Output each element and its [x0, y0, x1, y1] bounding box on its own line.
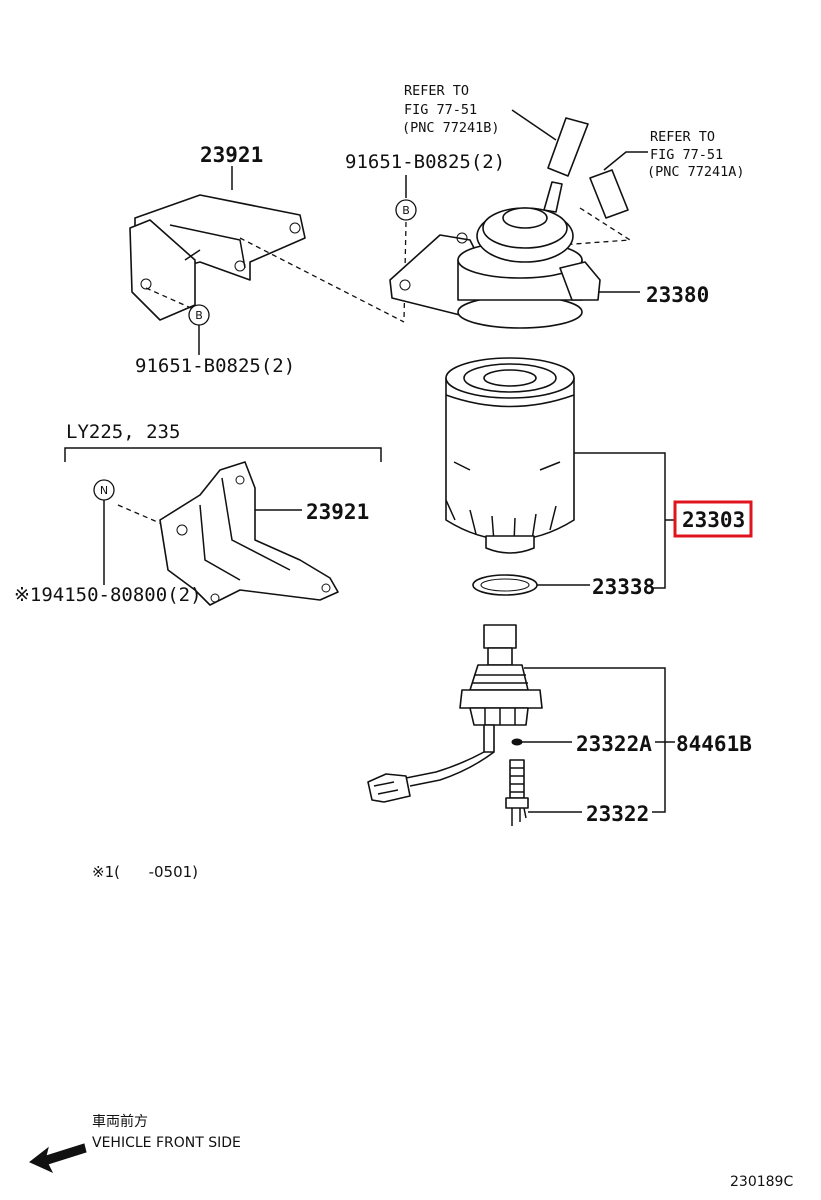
- marker-b-top: B: [395, 199, 417, 221]
- sensor-assy-84461b: [367, 624, 543, 803]
- label-bracket-23921: 23921: [200, 143, 263, 167]
- label-sensor-23322: 23322: [586, 802, 649, 826]
- refer-a-line2: FIG 77-51: [404, 102, 477, 118]
- refer-b-line3: (PNC 77241A): [647, 164, 745, 180]
- label-bolt-left: 91651-B0825(2): [135, 355, 295, 377]
- bracket-line-84461b: [524, 667, 666, 813]
- label-sensor-assy-84461b: 84461B: [676, 732, 752, 756]
- bracket-23921-alt: [159, 461, 339, 606]
- oring-23322a: [511, 738, 523, 746]
- dashed-bolt-alt: [117, 504, 177, 531]
- front-arrow-icon: [29, 1143, 87, 1174]
- marker-b-left: B: [188, 304, 210, 326]
- hose-77241b: [511, 109, 589, 177]
- hose-77241a: [589, 151, 648, 219]
- label-bolt-top: 91651-B0825(2): [345, 151, 505, 173]
- marker-n: N: [93, 479, 115, 501]
- filter-element-23303: [445, 357, 575, 554]
- label-gasket-23338: 23338: [592, 575, 655, 599]
- svg-text:N: N: [100, 484, 108, 497]
- gasket-23338: [472, 574, 538, 596]
- label-filter-element-23303: 23303: [682, 508, 745, 532]
- refer-a-line1: REFER TO: [404, 83, 469, 99]
- refer-a-line3: (PNC 77241B): [402, 120, 500, 136]
- label-variant: LY225, 235: [66, 421, 180, 443]
- refer-b-line2: FIG 77-51: [650, 147, 723, 163]
- hose-leader-dashed: [559, 207, 633, 246]
- highlight-box-23303: [673, 500, 753, 538]
- sensor-23322: [505, 759, 529, 826]
- filter-head-23380: [389, 181, 601, 329]
- refer-b-line1: REFER TO: [650, 129, 715, 145]
- label-bolt-alt: ※194150-80800(2): [14, 584, 202, 606]
- svg-text:B: B: [402, 204, 410, 217]
- label-oring-23322a: 23322A: [576, 732, 652, 756]
- front-label-jp: 車両前方: [92, 1113, 148, 1130]
- front-label-en: VEHICLE FRONT SIDE: [92, 1135, 241, 1151]
- bracket-23921-upper: [129, 194, 306, 321]
- illustration-id: 230189C: [730, 1174, 793, 1190]
- svg-text:B: B: [195, 309, 203, 322]
- variant-bracket: [64, 447, 382, 462]
- dashed-bracket-to-head: [239, 237, 405, 323]
- label-filter-head-23380: 23380: [646, 283, 709, 307]
- label-bracket-23921-alt: 23921: [306, 500, 369, 524]
- footnote: ※1( -0501): [92, 863, 198, 881]
- bracket-line-23303: [574, 452, 666, 589]
